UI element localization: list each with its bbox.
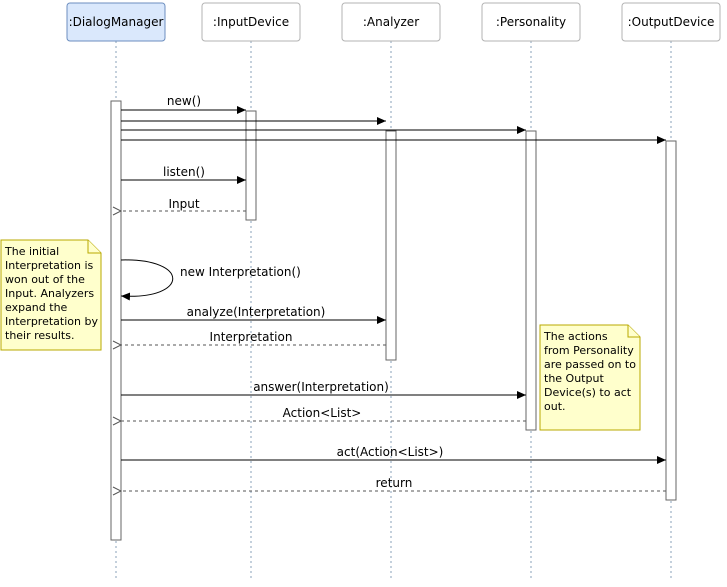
note-line: Interpretation by	[5, 315, 98, 328]
lifeline-head-personality: :Personality	[481, 2, 581, 42]
activation-analyzer	[385, 130, 397, 361]
message-label-analyze: analyze(Interpretation)	[187, 305, 326, 319]
note-left: The initial Interpretation is won out of…	[0, 239, 102, 351]
lifeline-title: :DialogManager	[69, 15, 164, 29]
note-line: out.	[544, 400, 566, 413]
return-label-action-list: Action<List>	[283, 406, 362, 420]
lifeline-head-inputdevice: :InputDevice	[201, 2, 301, 42]
activation-personality	[525, 130, 537, 431]
activation-inputdevice	[245, 110, 257, 221]
message-label-act: act(Action<List>)	[337, 445, 444, 459]
note-line: The initial	[4, 245, 59, 258]
return-label-return: return	[376, 476, 413, 490]
note-right: The actions from Personality are passed …	[539, 324, 641, 431]
note-line: expand the	[5, 301, 68, 314]
note-line: from Personality	[544, 344, 634, 357]
note-line: the Output	[544, 372, 604, 385]
note-line: Input. Analyzers	[5, 287, 94, 300]
lifeline-head-analyzer: :Analyzer	[341, 2, 441, 42]
note-line: are passed on to	[544, 358, 636, 371]
lifeline-title: :Personality	[496, 15, 566, 29]
lifeline-title: :InputDevice	[213, 15, 289, 29]
lifeline-title: :OutputDevice	[628, 15, 715, 29]
activation-dialogmanager	[110, 100, 122, 541]
note-line: Device(s) to act	[544, 386, 632, 399]
message-label-new: new()	[167, 94, 201, 108]
lifeline-title: :Analyzer	[363, 15, 419, 29]
message-label-answer: answer(Interpretation)	[253, 380, 389, 394]
return-label-interpretation: Interpretation	[210, 330, 293, 344]
self-message-arrow	[120, 259, 174, 301]
note-line: The actions	[543, 330, 608, 343]
note-line: won out of the	[5, 273, 85, 286]
activation-outputdevice	[665, 140, 677, 501]
note-line: their results.	[5, 329, 74, 342]
lifeline-head-outputdevice: :OutputDevice	[621, 2, 721, 42]
message-label-listen: listen()	[163, 165, 205, 179]
return-label-input: Input	[168, 197, 199, 211]
self-message-label: new Interpretation()	[180, 265, 301, 279]
lifeline-head-dialogmanager: :DialogManager	[66, 2, 166, 42]
note-line: Interpretation is	[5, 259, 94, 272]
